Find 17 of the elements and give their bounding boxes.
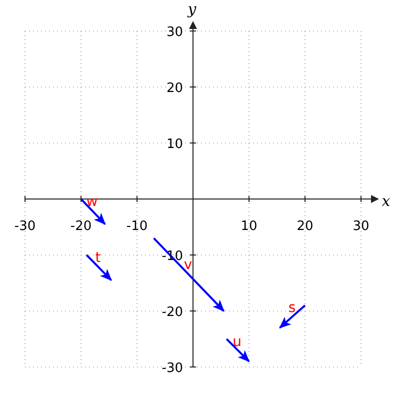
vector-label: t — [95, 250, 101, 266]
tick-label: 30 — [166, 25, 183, 40]
tick-label: -20 — [162, 305, 183, 320]
axis-label: x — [382, 192, 390, 210]
vector-label: u — [232, 334, 242, 350]
tick-label: -30 — [162, 361, 183, 376]
tick-label: 20 — [296, 219, 314, 234]
tick-label: 20 — [166, 81, 183, 96]
tick-label: -20 — [70, 219, 92, 234]
vector-label: v — [184, 257, 192, 273]
tick-label: 30 — [352, 219, 370, 234]
tick-label: 10 — [166, 137, 183, 152]
axis-label: y — [188, 0, 196, 18]
vector-label: s — [288, 300, 296, 316]
tick-label: -30 — [14, 219, 36, 234]
tick-label: -10 — [126, 219, 148, 234]
tick-label: 10 — [240, 219, 258, 234]
